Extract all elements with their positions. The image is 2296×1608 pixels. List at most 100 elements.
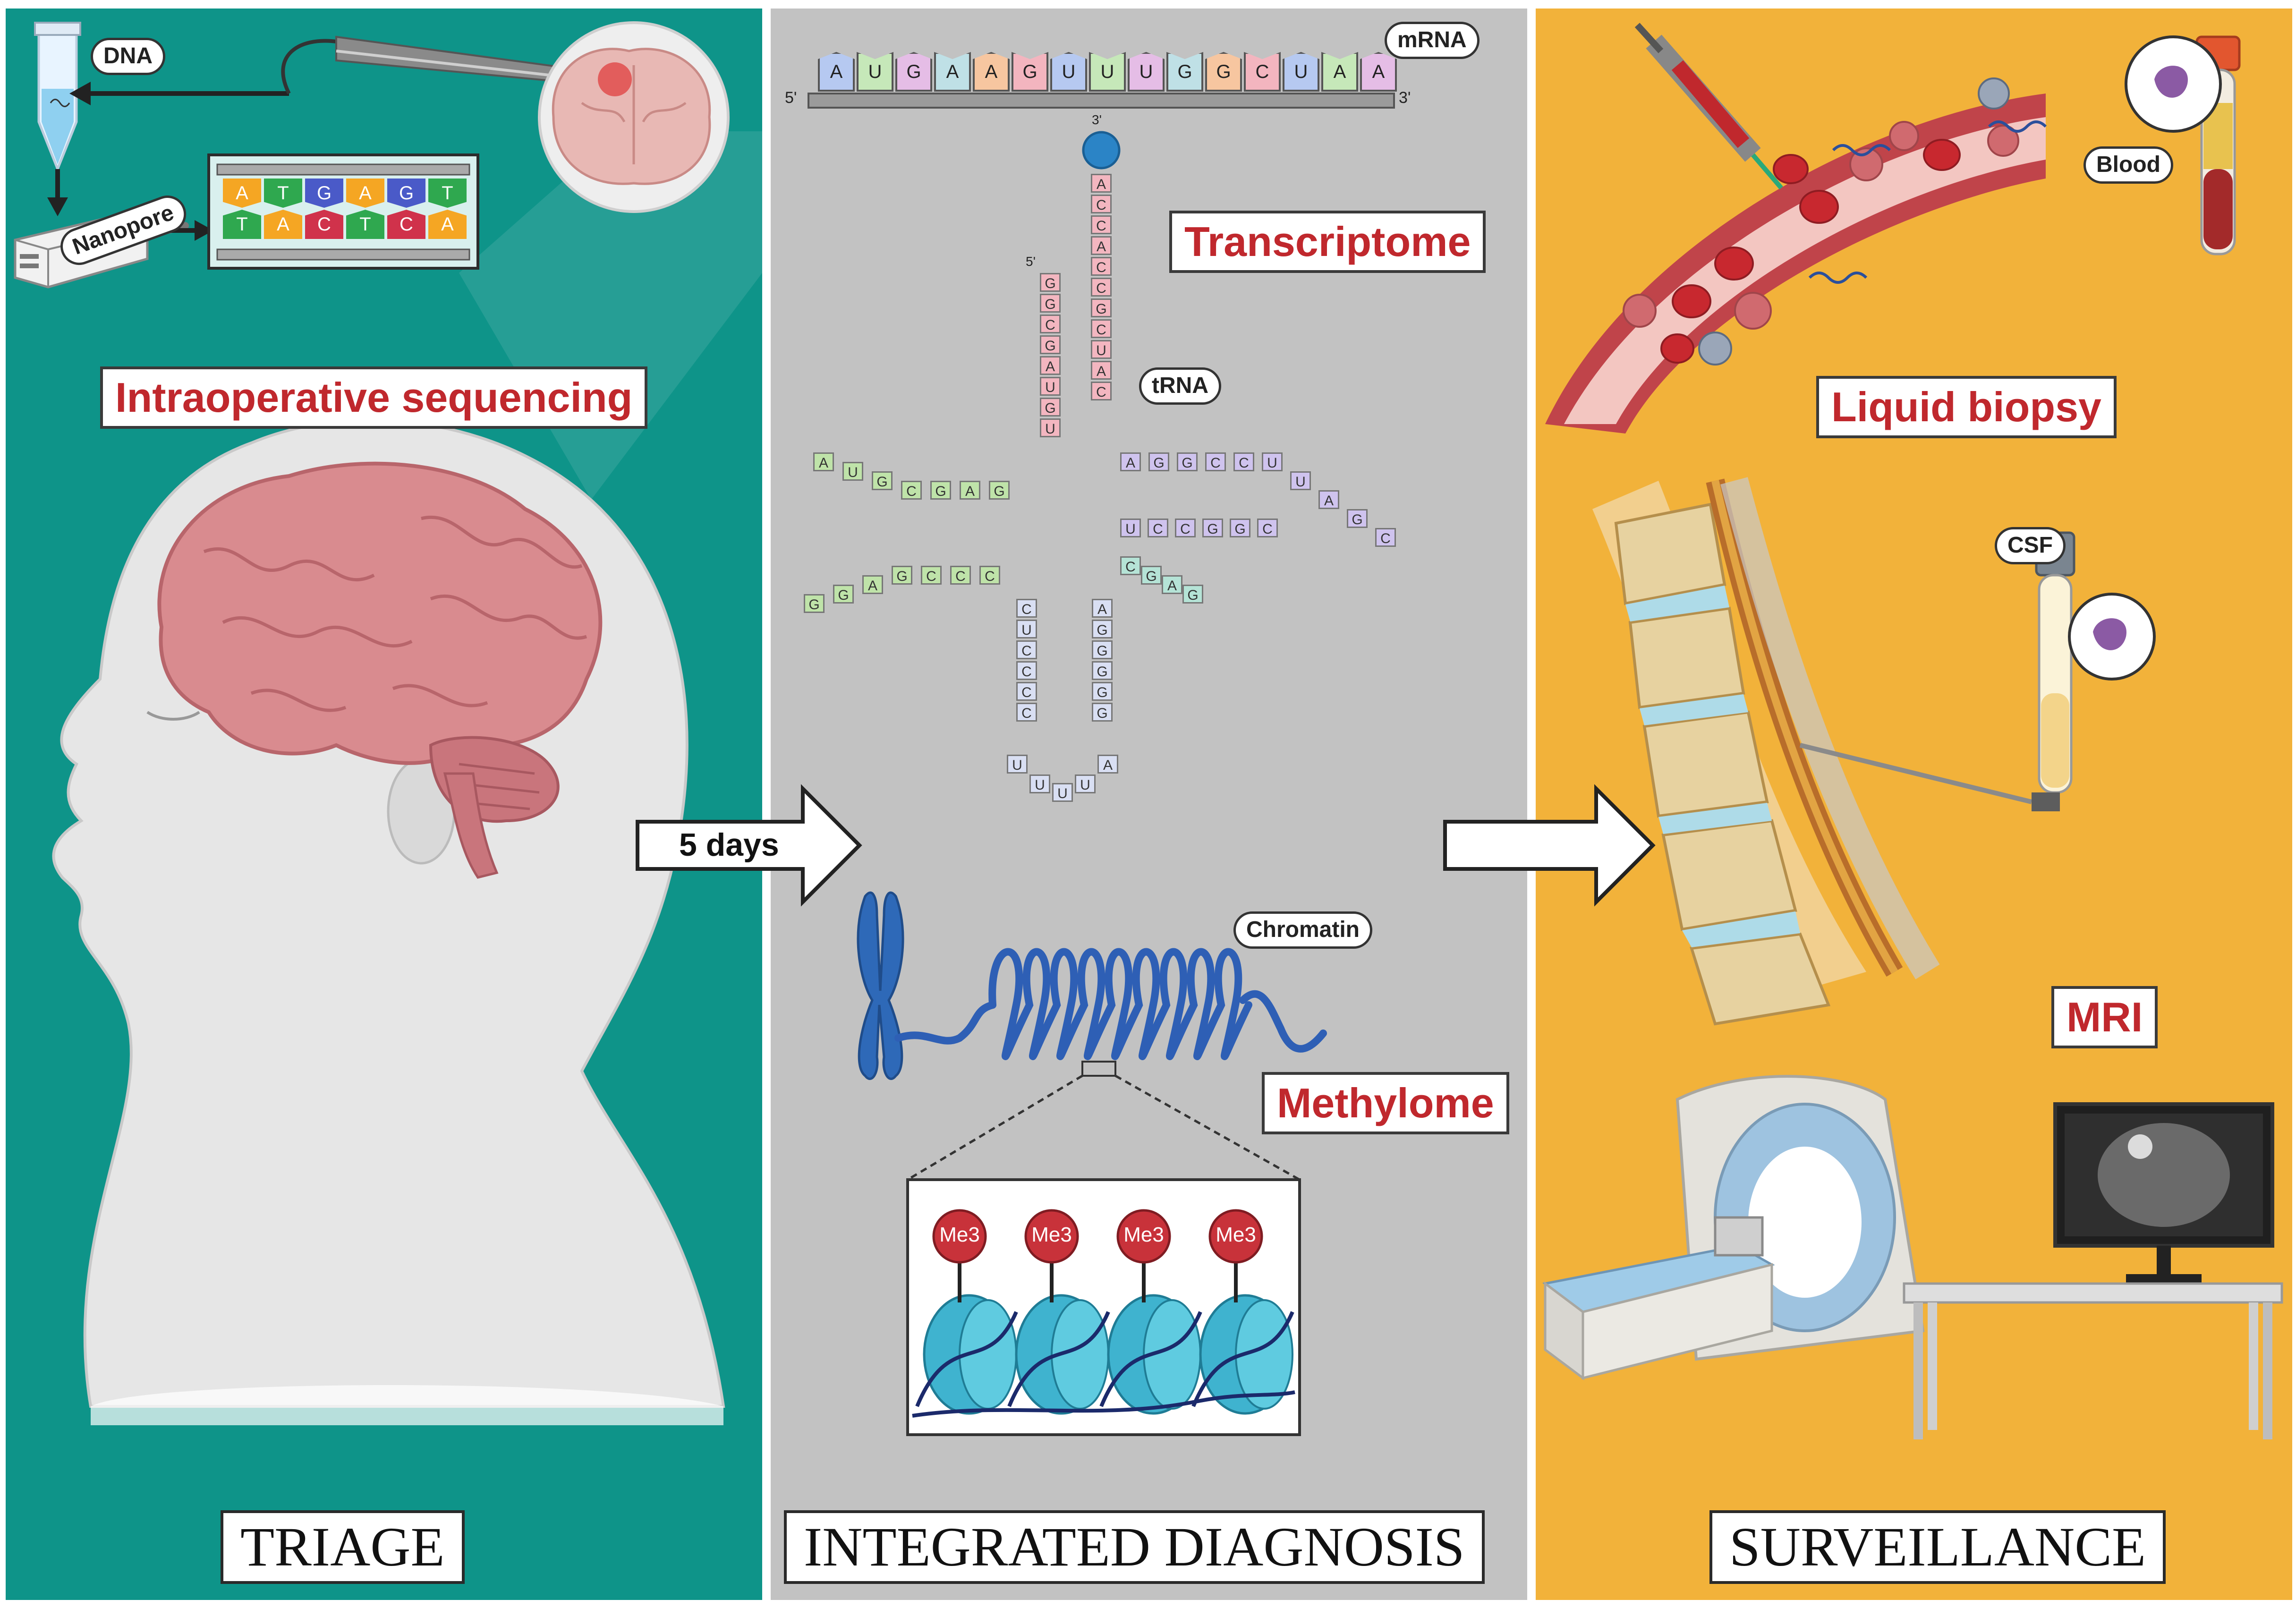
trna-base: A (1091, 174, 1112, 193)
chromosome-icon (857, 891, 904, 1080)
nucleosome-icon (1191, 1209, 1294, 1415)
trna-base: G (1092, 620, 1113, 638)
trna-base: C (1233, 452, 1254, 471)
mrna-base: A (1360, 52, 1397, 92)
trna-base: A (1040, 356, 1061, 375)
mrna-base: U (1089, 52, 1126, 92)
nucleotide-tile: A (223, 179, 261, 208)
trna-base: C (1148, 519, 1168, 537)
triage-artwork (14, 21, 762, 1425)
trna-base: A (1120, 452, 1141, 471)
trna-base: G (1040, 273, 1061, 292)
trna-base: A (960, 481, 980, 500)
trna-base: G (1092, 682, 1113, 701)
trna-base: U (1007, 755, 1028, 774)
me3-label: Me3 (1031, 1223, 1072, 1246)
trna-base: A (1162, 575, 1182, 594)
chromatin-label: Chromatin (1233, 911, 1372, 949)
trna-base: U (1075, 774, 1096, 794)
trna-base: U (1040, 377, 1061, 396)
trna-base: C (1091, 382, 1112, 400)
surveillance-panel: Liquid biopsy Blood CSF MRI SURVEILLANCE (1536, 9, 2292, 1600)
csf-tube-icon (2035, 531, 2156, 794)
trna-base: C (950, 566, 971, 585)
mrna-label: mRNA (1385, 22, 1480, 59)
mrna-base: U (857, 52, 893, 92)
trna-base: U (1120, 519, 1141, 537)
closed-eye-icon (146, 711, 200, 721)
triage-title: TRIAGE (221, 1510, 465, 1584)
trna-5prime-label: 5' (1026, 254, 1036, 269)
integrated-artwork (808, 93, 1395, 1436)
trna-base: G (1177, 452, 1198, 471)
mrna-base: U (1050, 52, 1087, 92)
trna-base: C (1016, 682, 1037, 701)
dna-label: DNA (91, 38, 165, 75)
nucleotide-tile: G (305, 179, 343, 208)
sequence-box-icon (207, 153, 479, 270)
sample-tube-icon (34, 22, 81, 172)
chromatin-coil-icon (894, 948, 1327, 1060)
nucleotide-tile: T (223, 210, 261, 239)
mrna-base: A (818, 52, 855, 92)
nucleotide-tile: A (428, 210, 467, 239)
trna-base: G (1091, 298, 1112, 317)
blood-tube-icon (2125, 35, 2241, 255)
nucleosome-icon (915, 1209, 1018, 1415)
trna-base: U (1052, 783, 1073, 802)
mri-workstation-icon (1903, 1102, 2283, 1439)
csf-label: CSF (1995, 527, 2066, 564)
mrna-base: G (1205, 52, 1242, 92)
mrna-five-prime: 5' (785, 89, 797, 107)
trna-base: C (1091, 195, 1112, 213)
trna-base: C (1375, 528, 1396, 547)
trna-base: G (872, 471, 893, 490)
methylome-label: Methylome (1262, 1072, 1509, 1134)
mrna-base: U (1128, 52, 1165, 92)
mrna-base: A (973, 52, 1010, 92)
trna-base: C (1016, 599, 1037, 618)
trna-base: G (892, 566, 912, 585)
spine-icon (1592, 477, 1940, 1026)
mrna-base: G (1166, 52, 1203, 92)
trna-base: A (1097, 755, 1118, 774)
trna-base: C (979, 566, 1000, 585)
trna-base: G (1202, 519, 1223, 537)
trna-base: A (1091, 361, 1112, 380)
trna-base: A (862, 575, 883, 594)
trna-base: U (1290, 471, 1311, 490)
trna-base: G (1347, 509, 1368, 528)
trna-base: C (1016, 661, 1037, 680)
mrna-base: A (934, 52, 971, 92)
brain-section-icon (538, 21, 730, 213)
trna-base: U (1262, 452, 1283, 471)
trna-base: G (1092, 703, 1113, 722)
mrna-base: A (1321, 52, 1358, 92)
brain-icon (157, 461, 603, 879)
blood-label: Blood (2083, 146, 2173, 184)
trna-base: C (901, 481, 922, 500)
trna-base: G (989, 481, 1010, 500)
trna-base: A (1092, 599, 1113, 618)
integrated-diagnosis-title: INTEGRATED DIAGNOSIS (784, 1510, 1485, 1584)
nucleotide-tile: A (346, 179, 384, 208)
trna-base: C (1091, 319, 1112, 338)
needle-hub-icon (2032, 792, 2060, 811)
nucleotide-tile: C (387, 210, 425, 239)
liquid-biopsy-label: Liquid biopsy (1816, 376, 2117, 438)
mrna-base: U (1283, 52, 1319, 92)
trna-base: C (1091, 215, 1112, 234)
trna-base: G (930, 481, 951, 500)
trna-base: C (1016, 640, 1037, 659)
mrna-three-prime: 3' (1399, 89, 1411, 107)
trna-base: G (1148, 452, 1169, 471)
trna-base: C (1175, 519, 1196, 537)
trna-base: G (833, 585, 854, 604)
trna-3prime-label: 3' (1092, 112, 1102, 127)
trna-base: G (1230, 519, 1250, 537)
nucleotide-tile: T (428, 179, 467, 208)
blood-vessel-icon (1545, 77, 2047, 434)
trna-base: G (1040, 335, 1061, 354)
